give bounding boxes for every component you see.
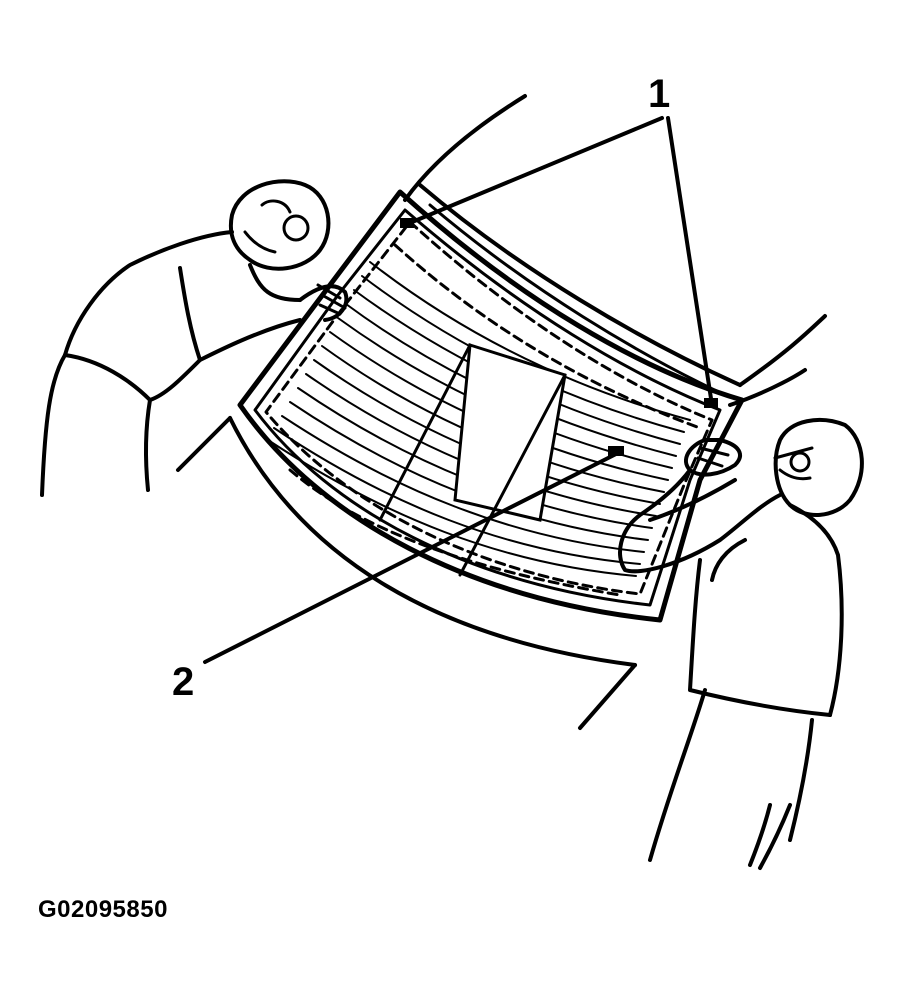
windshield-glass xyxy=(237,189,745,623)
defroster-grid-lines xyxy=(267,261,691,577)
figure-id-label: G02095850 xyxy=(38,896,168,923)
marker-1-left xyxy=(400,218,414,228)
left-technician xyxy=(40,179,349,497)
right-technician xyxy=(618,418,864,870)
callout-leader-lines xyxy=(203,116,718,664)
vehicle-body-outline xyxy=(176,94,827,730)
marker-1-right xyxy=(704,398,718,408)
callout-label-1: 1 xyxy=(648,72,671,116)
marker-2 xyxy=(608,446,624,456)
callout-label-2: 2 xyxy=(172,660,195,704)
